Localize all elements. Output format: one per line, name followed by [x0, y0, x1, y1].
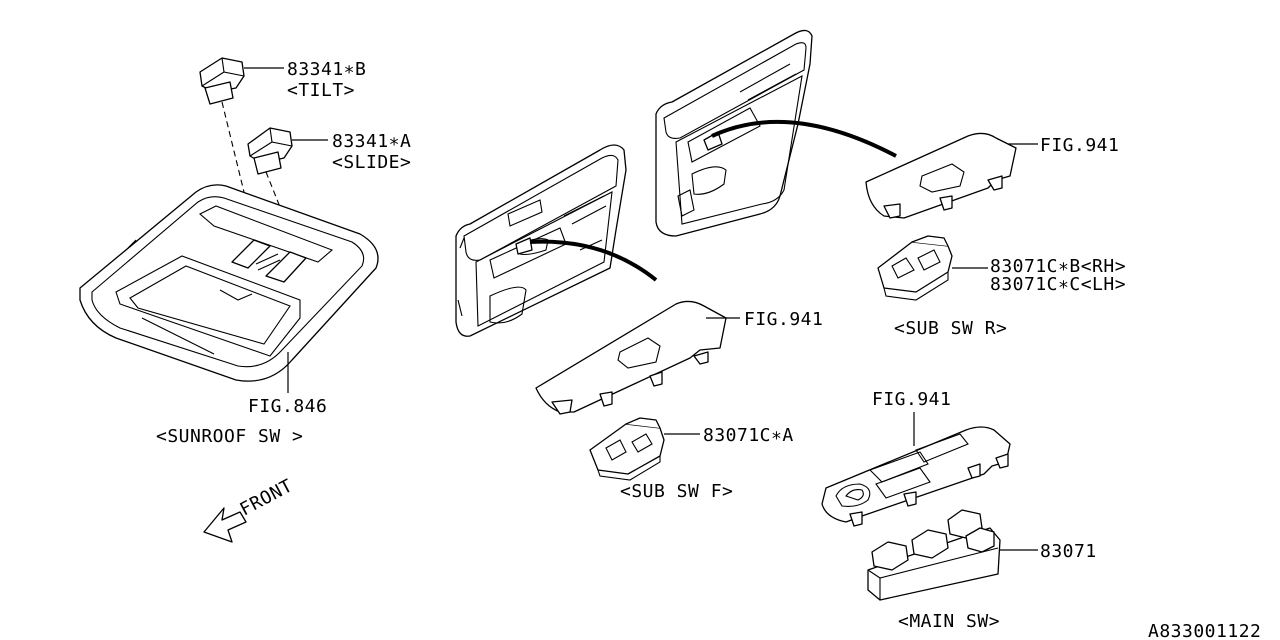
sunroof-console [79, 184, 379, 382]
rear-door-fig-ref: FIG.941 [1040, 135, 1119, 156]
main-sw-label: <MAIN SW> [898, 611, 1000, 632]
rear-door-link-line [711, 119, 897, 158]
fig846-ref: FIG.846 [248, 396, 327, 417]
front-arrow-icon [203, 507, 247, 543]
rear-door-trim [655, 29, 813, 237]
sub-switch-front [589, 417, 665, 481]
tilt-dashed-line [221, 101, 245, 193]
main-sw-part-number: 83071 [1040, 541, 1097, 562]
front-label: FRONT [236, 475, 296, 520]
tilt-part-number: 83341∗B [287, 59, 366, 80]
front-door-fig-ref: FIG.941 [744, 309, 823, 330]
main-switch [867, 509, 1001, 601]
sub-sw-f-label: <SUB SW F> [620, 481, 733, 502]
front-door-link-line [529, 239, 658, 282]
sub-switch-rear [877, 235, 953, 301]
slide-label: <SLIDE> [332, 152, 411, 173]
slide-switch [247, 127, 293, 175]
front-door-switch-panel [535, 300, 727, 415]
tilt-switch [199, 57, 245, 105]
sub-sw-r-part-number-lh: 83071C∗C<LH> [990, 274, 1126, 295]
rear-door-switch-panel [865, 132, 1017, 219]
sub-sw-r-part-number-rh: 83071C∗B<RH> [990, 256, 1126, 277]
tilt-label: <TILT> [287, 80, 355, 101]
sunroof-sw-label: <SUNROOF SW > [156, 426, 303, 447]
sub-sw-f-part-number: 83071C∗A [703, 425, 794, 446]
diagram-id: A833001122 [1148, 621, 1261, 640]
main-fig-ref: FIG.941 [872, 389, 951, 410]
slide-part-number: 83341∗A [332, 131, 411, 152]
main-switch-panel [821, 426, 1011, 527]
sub-sw-r-label: <SUB SW R> [894, 318, 1007, 339]
